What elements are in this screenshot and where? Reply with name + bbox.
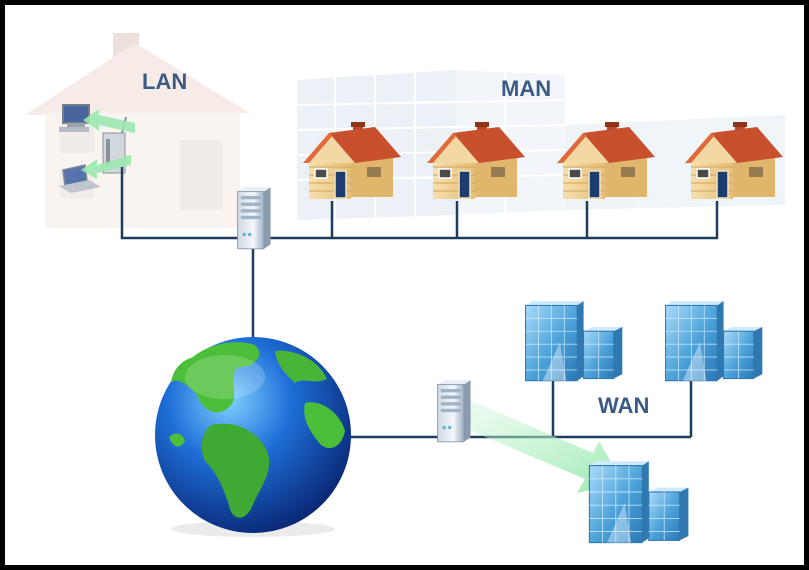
lan-laptop-icon: [59, 164, 101, 193]
wan-building-1-icon: [525, 300, 623, 382]
wan-transfer-arrow: [457, 399, 623, 493]
lan-house: [25, 33, 250, 228]
globe-icon: [155, 337, 351, 537]
lan-wireless-arrows: [81, 109, 135, 179]
wan-building-3-icon: [588, 460, 689, 544]
wan-server-icon: [436, 379, 472, 443]
network-diagram: LAN MAN WAN: [25, 33, 785, 544]
gateway-server-icon: [237, 186, 272, 250]
wan-label: WAN: [598, 393, 649, 418]
lan-computer-icon: [59, 104, 90, 132]
lan-label: LAN: [142, 69, 187, 94]
man-label: MAN: [501, 76, 551, 101]
wan-building-2-icon: [665, 300, 763, 382]
